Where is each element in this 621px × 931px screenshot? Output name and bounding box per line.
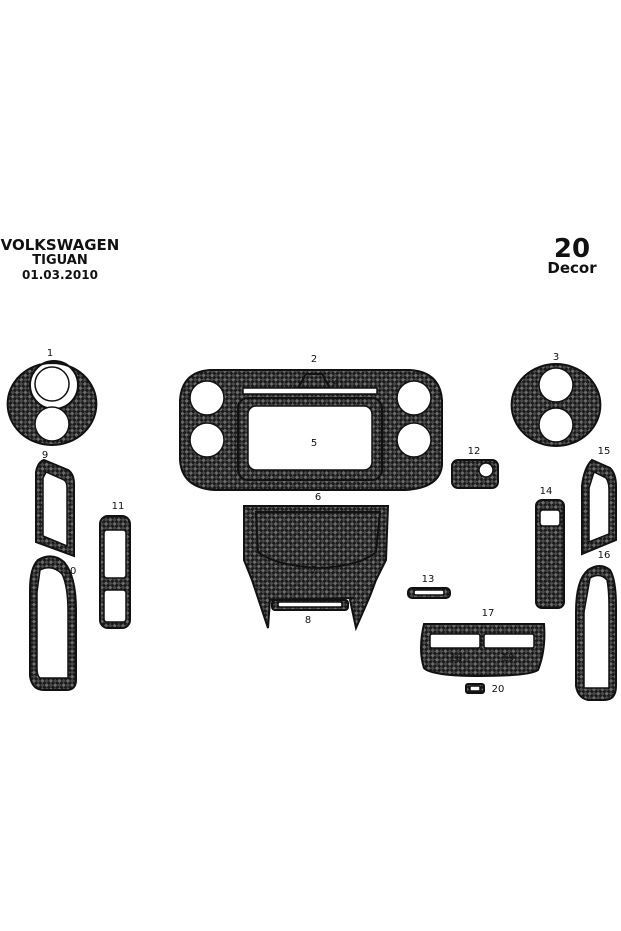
part-12-small-trim	[451, 459, 499, 489]
callout-10: 10	[64, 566, 77, 577]
callout-12: 12	[468, 446, 481, 457]
callout-16: 16	[598, 550, 611, 561]
callout-17: 17	[482, 608, 495, 619]
part-6-7-lower-console	[243, 505, 390, 632]
model-title: TIGUAN	[32, 253, 88, 268]
part-8-lower-trim	[271, 599, 349, 611]
callout-8: 8	[305, 615, 311, 626]
callout-13: 13	[422, 574, 435, 585]
callout-5: 5	[311, 438, 317, 449]
callout-18: 18	[450, 653, 463, 664]
release-date: 01.03.2010	[22, 268, 98, 282]
part-1-gauge-surround-left	[6, 360, 98, 447]
callout-7: 7	[311, 565, 317, 576]
part-20-small-tile	[465, 683, 485, 694]
part-11-window-switch-left	[99, 515, 131, 629]
part-16-right-door-lower	[575, 565, 617, 701]
callout-15: 15	[598, 446, 611, 457]
part-13-slot-trim	[407, 587, 451, 599]
callout-6: 6	[315, 492, 321, 503]
callout-20: 20	[492, 684, 505, 695]
part-4-top-trim	[242, 373, 378, 395]
callout-9: 9	[42, 450, 48, 461]
part-10-left-door-lower	[29, 555, 77, 691]
callout-1: 1	[47, 348, 53, 359]
part-15-right-door-upper	[581, 458, 617, 556]
product-label: Decor	[547, 259, 597, 277]
part-17-climate-panel	[420, 623, 546, 678]
callout-14: 14	[540, 486, 553, 497]
callout-19: 19	[502, 653, 515, 664]
piece-count: 20	[553, 234, 591, 264]
part-9-left-door-upper	[35, 458, 75, 558]
callout-4: 4	[333, 378, 339, 389]
part-3-gauge-surround-right	[510, 362, 602, 448]
callout-2: 2	[311, 354, 317, 365]
part-5-screen-bezel	[237, 397, 383, 481]
part-14-window-switch-right	[535, 499, 565, 609]
brand-title: VOLKSWAGEN	[0, 236, 120, 254]
callout-11: 11	[112, 501, 125, 512]
callout-3: 3	[553, 352, 559, 363]
